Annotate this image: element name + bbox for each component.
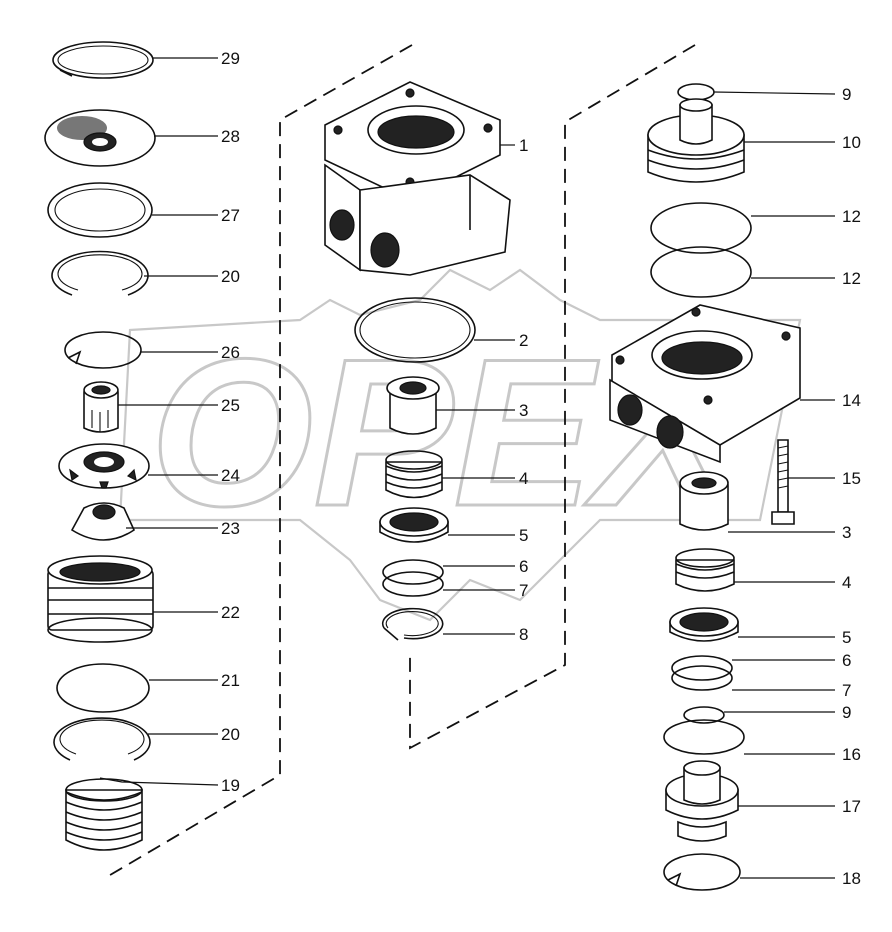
part-17-plug	[665, 760, 739, 842]
callout-22: 22	[221, 603, 240, 622]
callout-29: 29	[221, 49, 240, 68]
part-5-seal-right	[669, 607, 739, 642]
callout-4-center: 4	[519, 469, 528, 488]
callout-23: 23	[221, 519, 240, 538]
callout-19: 19	[221, 776, 240, 795]
callout-27: 27	[221, 206, 240, 225]
leader-lines	[99, 57, 836, 879]
callout-3-right: 3	[842, 523, 851, 542]
assembly-line-left	[104, 44, 413, 879]
callout-9-lower: 9	[842, 703, 851, 722]
part-4-spring-right	[675, 548, 735, 592]
part-26-circlip	[64, 331, 142, 369]
callout-12-upper: 12	[842, 207, 861, 226]
callout-21: 21	[221, 671, 240, 690]
callout-8: 8	[519, 625, 528, 644]
part-3-bushing-center	[386, 376, 440, 435]
part-1-housing	[324, 81, 511, 276]
part-28-disc	[44, 109, 156, 167]
assembly-line-middle	[409, 44, 696, 750]
callout-25: 25	[221, 396, 240, 415]
callout-6-center: 6	[519, 557, 528, 576]
callout-1: 1	[519, 136, 528, 155]
part-5-seal-center	[379, 507, 449, 543]
callout-7-center: 7	[519, 581, 528, 600]
part-25-bushing	[83, 381, 119, 433]
part-10-piston-top	[647, 98, 745, 183]
part-8-snap-ring-center	[381, 607, 444, 641]
callout-9-top: 9	[842, 85, 851, 104]
part-14-housing	[609, 304, 801, 464]
part-9-o-ring-top	[677, 83, 715, 101]
callout-26: 26	[221, 343, 240, 362]
part-20-lower-snap-ring	[53, 717, 151, 761]
part-20-upper-snap-ring	[51, 250, 149, 296]
callout-18: 18	[842, 869, 861, 888]
callout-5-center: 5	[519, 526, 528, 545]
part-4-spring-center	[385, 450, 443, 499]
part-6-7-washers-right	[671, 655, 733, 691]
part-15-bolt	[771, 439, 795, 525]
part-2-o-ring	[354, 297, 476, 363]
part-22-piston	[47, 555, 154, 643]
callout-12-lower: 12	[842, 269, 861, 288]
part-27-ring	[47, 182, 153, 238]
part-12-o-rings	[650, 202, 752, 298]
callout-10: 10	[842, 133, 861, 152]
part-18-circlip	[663, 853, 741, 891]
callout-14: 14	[842, 391, 861, 410]
callout-16: 16	[842, 745, 861, 764]
callout-20-upper: 20	[221, 267, 240, 286]
callout-6-right: 6	[842, 651, 851, 670]
callout-20-lower: 20	[221, 725, 240, 744]
callout-24: 24	[221, 466, 240, 485]
part-23-cone	[70, 502, 136, 541]
part-19-spring	[65, 778, 143, 851]
callout-numbers: 29 28 27 20 26 25 24 23 22 21 20 19 1 2 …	[221, 49, 861, 888]
part-21-o-ring	[56, 663, 150, 713]
callout-7-right: 7	[842, 681, 851, 700]
assembly-lines	[104, 44, 696, 879]
callout-17: 17	[842, 797, 861, 816]
callout-15: 15	[842, 469, 861, 488]
callout-3-center: 3	[519, 401, 528, 420]
callout-2: 2	[519, 331, 528, 350]
part-3-bushing-right	[679, 471, 729, 531]
part-9-o-ring-lower	[683, 706, 725, 724]
callout-28: 28	[221, 127, 240, 146]
part-6-7-washers-center	[382, 559, 444, 597]
part-29-snap-ring	[52, 41, 154, 79]
callout-5-right: 5	[842, 628, 851, 647]
part-24-spring-seat	[58, 443, 150, 489]
part-16-o-ring	[663, 719, 745, 755]
callout-4-right: 4	[842, 573, 851, 592]
